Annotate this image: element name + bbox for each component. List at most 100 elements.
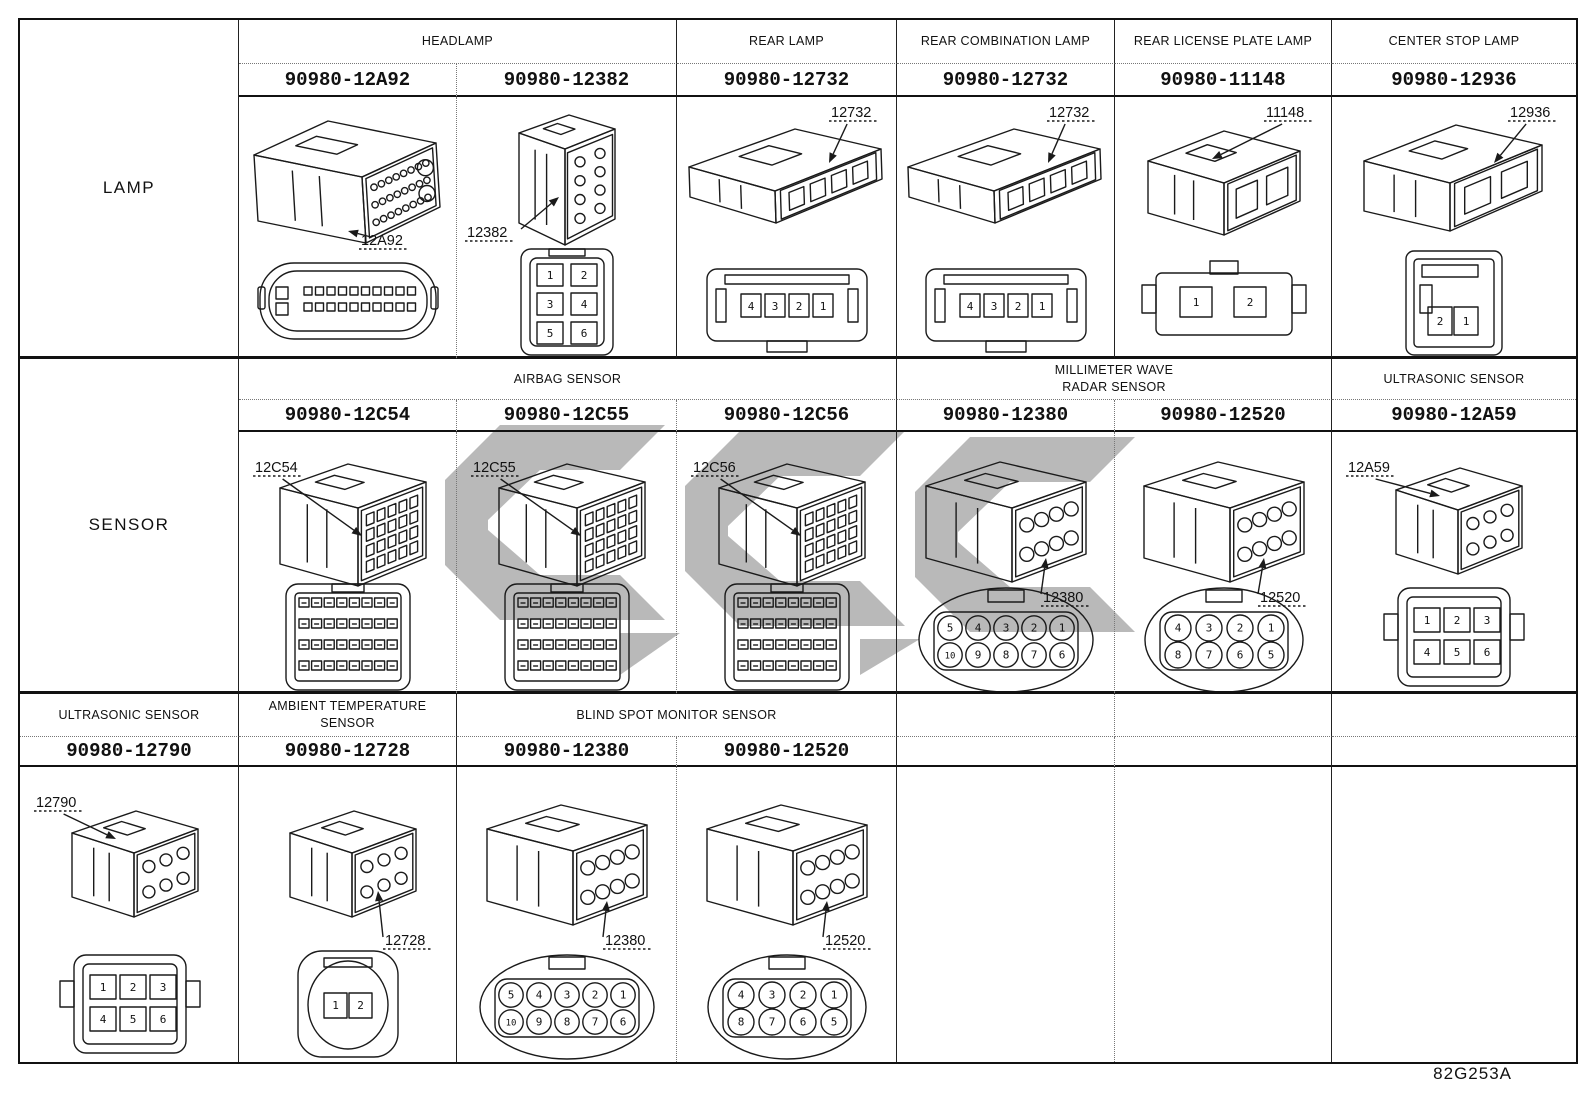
connector-iso-view bbox=[1147, 130, 1301, 236]
callout: 12C54 bbox=[253, 460, 362, 536]
svg-text:12A92: 12A92 bbox=[361, 233, 403, 249]
connector-drawing: 12C56 bbox=[691, 460, 866, 691]
connector-image-cell: 12C56 bbox=[677, 432, 897, 694]
part-number-cell: 90980-11148 bbox=[1115, 64, 1332, 97]
svg-text:3: 3 bbox=[160, 981, 167, 994]
svg-text:11148: 11148 bbox=[1266, 105, 1304, 121]
svg-text:4: 4 bbox=[738, 989, 745, 1002]
callout: 11148 bbox=[1212, 105, 1314, 159]
callout: 12790 bbox=[34, 795, 116, 839]
svg-text:2: 2 bbox=[357, 999, 364, 1012]
svg-text:12C55: 12C55 bbox=[473, 460, 516, 476]
svg-text:12790: 12790 bbox=[36, 795, 76, 811]
part-number-cell: 90980-12520 bbox=[1115, 400, 1332, 432]
svg-text:1: 1 bbox=[1193, 296, 1200, 309]
connector-iso-view bbox=[498, 463, 646, 587]
svg-text:2: 2 bbox=[581, 269, 588, 282]
connector-image-cell: 1 2 11148 bbox=[1115, 97, 1332, 359]
callout: 12732 bbox=[1047, 105, 1097, 163]
callout: 12728 bbox=[375, 891, 433, 950]
category-header-cell bbox=[1115, 694, 1332, 737]
svg-text:5: 5 bbox=[130, 1013, 137, 1026]
svg-text:12520: 12520 bbox=[825, 933, 865, 949]
part-number-cell: 90980-12936 bbox=[1332, 64, 1576, 97]
connector-front-view bbox=[504, 583, 630, 691]
connector-image-cell bbox=[1332, 767, 1576, 1062]
svg-text:2: 2 bbox=[1247, 296, 1254, 309]
connector-image-cell: 12C54 bbox=[239, 432, 457, 694]
svg-text:2: 2 bbox=[1031, 622, 1038, 635]
part-number-cell: 90980-12C55 bbox=[457, 400, 677, 432]
svg-text:1: 1 bbox=[831, 989, 838, 1002]
part-number-cell: 90980-12A92 bbox=[239, 64, 457, 97]
svg-text:12380: 12380 bbox=[1043, 590, 1083, 606]
svg-text:4: 4 bbox=[1175, 622, 1182, 635]
svg-text:12936: 12936 bbox=[1510, 105, 1550, 121]
connector-front-view bbox=[285, 583, 411, 691]
svg-text:3: 3 bbox=[769, 989, 776, 1002]
svg-text:8: 8 bbox=[564, 1016, 571, 1029]
connector-drawing: 12A92 bbox=[253, 120, 441, 340]
svg-text:4: 4 bbox=[581, 298, 588, 311]
svg-text:1: 1 bbox=[1059, 622, 1066, 635]
connector-front-view bbox=[724, 583, 850, 691]
row-label-sensor: SENSOR bbox=[20, 359, 239, 694]
svg-text:1: 1 bbox=[1424, 614, 1431, 627]
category-header-cell bbox=[897, 694, 1115, 737]
callout: 12936 bbox=[1494, 105, 1558, 163]
svg-text:10: 10 bbox=[506, 1019, 517, 1029]
svg-text:5: 5 bbox=[1268, 649, 1275, 662]
callout: 12380 bbox=[601, 901, 653, 950]
connector-iso-view bbox=[289, 810, 417, 918]
watermark-logo bbox=[445, 425, 1135, 675]
category-header-cell: REAR COMBINATION LAMP bbox=[897, 20, 1115, 64]
svg-text:7: 7 bbox=[1206, 649, 1213, 662]
category-header-cell bbox=[1332, 694, 1576, 737]
connector-iso-view bbox=[1143, 461, 1305, 583]
connector-iso-view bbox=[518, 114, 616, 246]
connector-iso-view bbox=[486, 804, 648, 926]
connector-iso-view bbox=[1363, 124, 1543, 232]
svg-text:6: 6 bbox=[800, 1016, 807, 1029]
svg-text:6: 6 bbox=[1059, 649, 1066, 662]
callout: 12C56 bbox=[691, 460, 801, 536]
svg-text:6: 6 bbox=[1237, 649, 1244, 662]
svg-text:12382: 12382 bbox=[467, 225, 507, 241]
part-number-cell: 90980-12732 bbox=[677, 64, 897, 97]
part-number-cell: 90980-12A59 bbox=[1332, 400, 1576, 432]
svg-text:2: 2 bbox=[1454, 614, 1461, 627]
svg-text:10: 10 bbox=[945, 652, 956, 662]
connector-iso-view bbox=[925, 461, 1087, 583]
svg-text:5: 5 bbox=[508, 989, 515, 1002]
svg-text:8: 8 bbox=[738, 1016, 745, 1029]
callout: 12520 bbox=[821, 901, 873, 950]
svg-text:4: 4 bbox=[748, 300, 755, 313]
connector-drawing: 12C54 bbox=[253, 460, 427, 691]
svg-text:5: 5 bbox=[547, 327, 554, 340]
part-number-cell bbox=[1115, 737, 1332, 767]
svg-text:7: 7 bbox=[592, 1016, 599, 1029]
svg-text:8: 8 bbox=[1003, 649, 1010, 662]
connector-image-cell: 12A92 bbox=[239, 97, 457, 359]
svg-text:8: 8 bbox=[1175, 649, 1182, 662]
